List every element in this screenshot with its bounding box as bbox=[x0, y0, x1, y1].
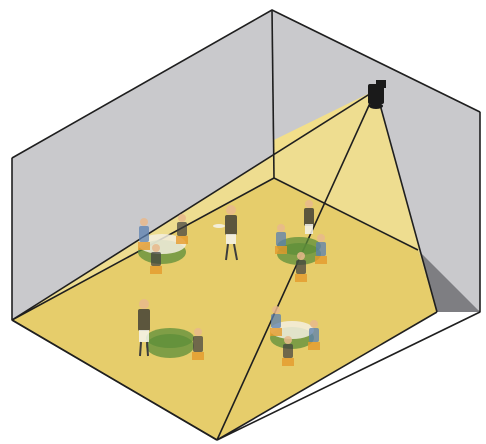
waiter-icon bbox=[213, 205, 238, 261]
diner-icon bbox=[308, 320, 320, 350]
diner-icon bbox=[176, 214, 188, 244]
diner-icon bbox=[315, 234, 327, 264]
diner-icon bbox=[270, 306, 282, 336]
diner-icon bbox=[295, 252, 307, 282]
camera-field-of-view bbox=[11, 89, 438, 441]
diner-icon bbox=[282, 336, 294, 366]
diner-icon bbox=[192, 328, 204, 360]
security-camera-icon bbox=[368, 80, 386, 109]
diner-icon bbox=[138, 218, 150, 250]
dining-table-icon bbox=[138, 299, 204, 360]
waiter-icon bbox=[304, 200, 314, 234]
beam-on-right-wall bbox=[274, 90, 437, 312]
waiter-icon bbox=[138, 299, 150, 357]
dining-table-icon bbox=[275, 200, 327, 282]
diner-icon bbox=[275, 224, 287, 254]
diner-icon bbox=[150, 244, 162, 274]
lit-floor bbox=[12, 178, 437, 440]
dining-table-icon bbox=[270, 306, 320, 366]
dining-table-icon bbox=[138, 214, 188, 274]
